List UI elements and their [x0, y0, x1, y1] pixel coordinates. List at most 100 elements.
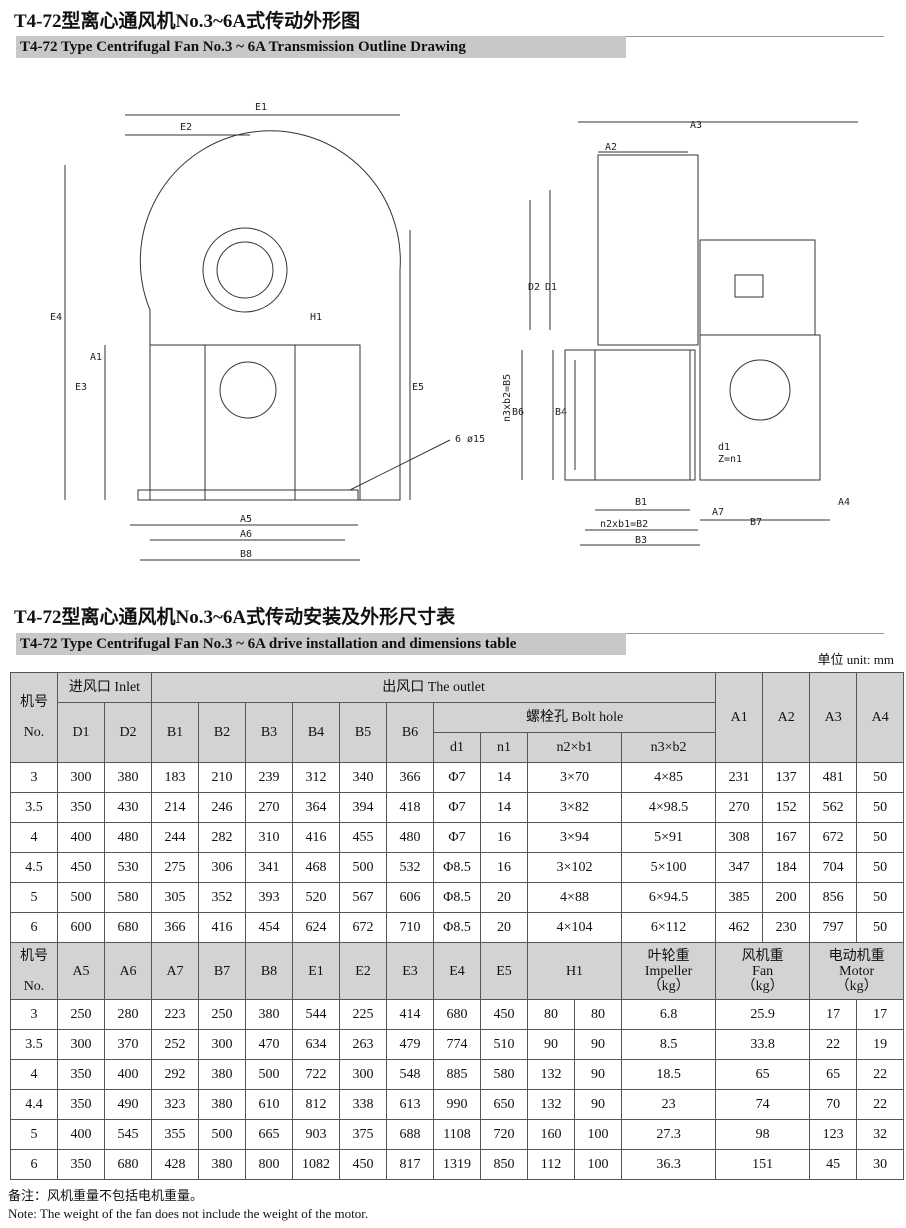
table-cell: 20: [480, 912, 528, 943]
table-cell: 270: [245, 792, 293, 823]
table-cell: 393: [245, 882, 293, 913]
label-A4: A4: [838, 497, 850, 508]
table-cell: 385: [715, 882, 764, 913]
table-cell: 14: [480, 762, 528, 793]
table-cell: 500: [57, 882, 105, 913]
header-E4: E4: [433, 942, 481, 1000]
table-title: T4-72型离心通风机No.3~6A式传动安装及外形尺寸表: [14, 607, 456, 628]
table-cell: 774: [433, 1029, 481, 1060]
table-cell: 6×94.5: [620, 882, 717, 913]
label-E1: E1: [255, 102, 267, 113]
table-cell: 520: [292, 882, 340, 913]
table-cell: 246: [198, 792, 246, 823]
header-B8: B8: [245, 942, 293, 1000]
table-cell: 4: [10, 822, 58, 853]
header-inlet: 进风口 Inlet: [57, 672, 152, 703]
header-D2: D2: [104, 702, 152, 763]
label-B4: B4: [555, 407, 567, 418]
label-D1: D1: [545, 282, 557, 293]
table-cell: 341: [245, 852, 293, 883]
table-cell: 300: [198, 1029, 246, 1060]
table-cell: 680: [104, 1149, 152, 1180]
table-cell: 1082: [292, 1149, 340, 1180]
table-cell: 350: [57, 792, 105, 823]
table-cell: 479: [386, 1029, 434, 1060]
table-cell: 231: [715, 762, 764, 793]
table-cell: 414: [386, 999, 434, 1030]
table-cell: 100: [574, 1149, 622, 1180]
table-cell: 680: [104, 912, 152, 943]
table-cell: 132: [527, 1089, 575, 1120]
table-cell: 300: [57, 762, 105, 793]
header-A7: A7: [151, 942, 199, 1000]
table-cell: 450: [57, 852, 105, 883]
table-cell: 355: [151, 1119, 199, 1150]
header-B2: B2: [198, 702, 246, 763]
header-A4: A4: [856, 672, 905, 763]
table-cell: 280: [104, 999, 152, 1030]
table-cell: 990: [433, 1089, 481, 1120]
table-cell: 22: [809, 1029, 858, 1060]
table-cell: 812: [292, 1089, 340, 1120]
header-n2b1: n2×b1: [527, 732, 622, 763]
header-H1: H1: [527, 942, 622, 1000]
table-cell: 3×70: [527, 762, 622, 793]
label-E4: E4: [50, 312, 62, 323]
table-cell: 510: [480, 1029, 528, 1060]
table-cell: 665: [245, 1119, 293, 1150]
table-cell: 263: [339, 1029, 387, 1060]
table-cell: 80: [574, 999, 622, 1030]
table-cell: 3.5: [10, 792, 58, 823]
note-cn: 备注：风机重量不包括电机重量。: [8, 1188, 204, 1203]
table-cell: 8.5: [620, 1029, 717, 1060]
table-cell: 200: [762, 882, 811, 913]
table-cell: 50: [856, 822, 905, 853]
table-cell: 4: [10, 1059, 58, 1090]
table-cell: 3: [10, 762, 58, 793]
note-en: Note: The weight of the fan does not inc…: [8, 1206, 369, 1221]
table-cell: 36.3: [620, 1149, 717, 1180]
table-cell: 323: [151, 1089, 199, 1120]
table-cell: 5: [10, 1119, 58, 1150]
table-cell: 350: [57, 1059, 105, 1090]
table-cell: 428: [151, 1149, 199, 1180]
table-cell: 4×104: [527, 912, 622, 943]
header-A6: A6: [104, 942, 152, 1000]
header-B3: B3: [245, 702, 293, 763]
drawing-subtitle: T4-72 Type Centrifugal Fan No.3 ~ 6A Tra…: [16, 36, 626, 58]
table-cell: 885: [433, 1059, 481, 1090]
table-cell: 50: [856, 882, 905, 913]
table-cell: Φ7: [433, 822, 481, 853]
table-cell: 545: [104, 1119, 152, 1150]
label-A2: A2: [605, 142, 617, 153]
table-cell: 27.3: [620, 1119, 717, 1150]
table-cell: 500: [198, 1119, 246, 1150]
inlet-ring: [202, 227, 288, 313]
table-cell: 18.5: [620, 1059, 717, 1090]
table-cell: 470: [245, 1029, 293, 1060]
table-cell: 4×88: [527, 882, 622, 913]
table-cell: 455: [339, 822, 387, 853]
table-cell: 230: [762, 912, 811, 943]
table-cell: 250: [57, 999, 105, 1030]
table-cell: 308: [715, 822, 764, 853]
table-cell: 65: [809, 1059, 858, 1090]
table-cell: 400: [104, 1059, 152, 1090]
table-cell: 430: [104, 792, 152, 823]
table-cell: 380: [198, 1059, 246, 1090]
table-cell: 6×112: [620, 912, 717, 943]
table-cell: 5×91: [620, 822, 717, 853]
table-cell: 338: [339, 1089, 387, 1120]
fan-housing: [139, 130, 401, 501]
table-cell: 225: [339, 999, 387, 1030]
table-cell: 19: [856, 1029, 905, 1060]
table-cell: 50: [856, 912, 905, 943]
table-cell: 800: [245, 1149, 293, 1180]
